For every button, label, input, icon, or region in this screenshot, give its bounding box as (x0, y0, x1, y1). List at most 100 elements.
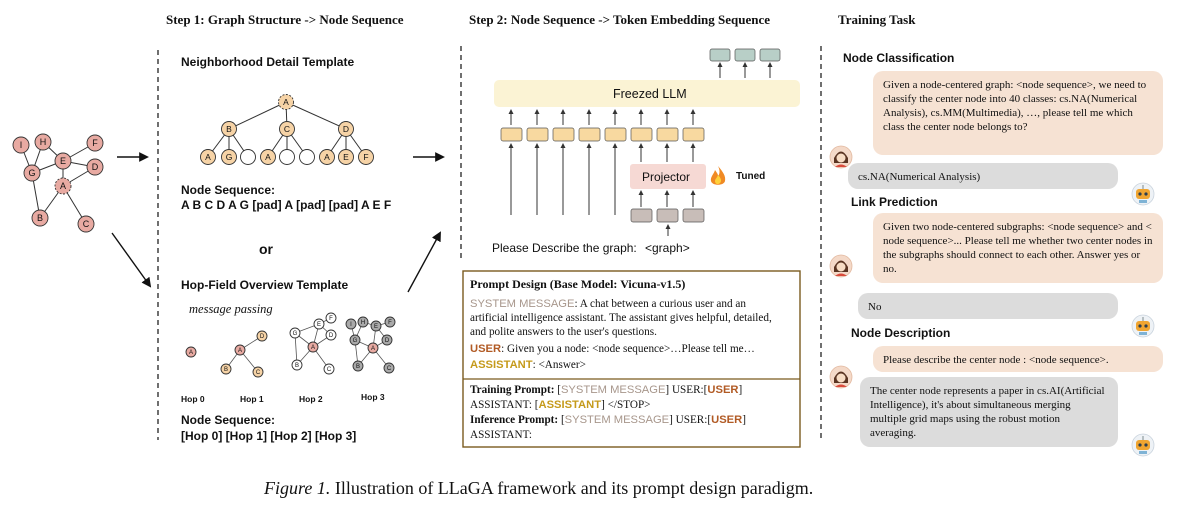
hf-node-sequence: [Hop 0] [Hop 1] [Hop 2] [Hop 3] (181, 429, 357, 443)
system-text-3: and polite answers to the user's questio… (470, 326, 657, 338)
svg-text:E: E (374, 324, 378, 330)
hop2-graph-node-5: B (291, 359, 303, 371)
llm-token-2 (552, 127, 575, 142)
describe-graph-text: Please Describe the graph: (492, 241, 637, 255)
graph-token-1 (656, 208, 679, 223)
robot-avatar-link (1131, 314, 1155, 338)
arrow-to-hopfield (111, 232, 152, 288)
avatars (829, 145, 1155, 457)
svg-text:B: B (37, 213, 43, 223)
svg-text:C: C (83, 219, 90, 229)
user-line: USER: Given you a node: <node sequence>…… (470, 342, 755, 357)
projector-box (630, 164, 706, 189)
svg-text:F: F (388, 320, 392, 326)
tuned-label: Tuned (736, 171, 766, 182)
inference-prompt-label: Inference Prompt: (470, 414, 559, 426)
hop2-graph-node-0: G (289, 327, 301, 339)
human-bubble-classification: Given a node-centered graph: <node seque… (873, 71, 1163, 155)
hop0-graph: A (185, 346, 197, 358)
output-token-2 (759, 48, 781, 62)
training-assistant-line: ASSISTANT: [ASSISTANT] </STOP> (470, 399, 651, 411)
system-text-1: : A chat between a curious user and an (574, 298, 746, 310)
svg-text:C: C (387, 366, 392, 372)
hop1-graph-node-3: C (252, 366, 264, 378)
svg-text:D: D (385, 338, 390, 344)
system-message-line1: SYSTEM MESSAGE: A chat between a curious… (470, 297, 746, 312)
output-tokens (709, 48, 781, 62)
human-bubble-description: Please describe the center node : <node … (873, 346, 1163, 372)
inference-assistant-line: ASSISTANT: (470, 429, 532, 441)
svg-text:G: G (353, 338, 358, 344)
system-message-tag: SYSTEM MESSAGE (470, 298, 575, 310)
svg-text:D: D (329, 333, 334, 339)
task-title-node-classification: Node Classification (843, 51, 955, 65)
hop1-graph-node-0: A (234, 344, 246, 356)
svg-text:G: G (28, 168, 35, 178)
graph-node-i: I (12, 136, 30, 154)
hop3-graph-node-5: D (381, 334, 393, 346)
graph-token-0 (630, 208, 653, 223)
caption-label: Figure 1. (264, 478, 331, 498)
llm-token-3 (578, 127, 601, 142)
svg-text:H: H (361, 320, 365, 326)
graph-node-a: A (54, 177, 72, 195)
tree-leaf-4 (279, 149, 295, 165)
user-tag: USER (470, 343, 502, 355)
task-title-node-description: Node Description (851, 326, 951, 340)
hop3-graph-node-0: I (345, 318, 357, 330)
hop2-graph-node-1: E (313, 318, 325, 330)
llm-token-6 (656, 127, 679, 142)
human-avatar-classification (829, 145, 853, 169)
system-text-2: artificial intelligence assistant. The a… (470, 312, 772, 324)
hop3-graph-node-6: A (367, 342, 379, 354)
human-avatar-link (829, 254, 853, 278)
neighborhood-template-title: Neighborhood Detail Template (181, 55, 355, 69)
user-text: : Given you a node: <node sequence>…Plea… (501, 343, 755, 355)
svg-text:B: B (226, 124, 232, 134)
svg-text:A: A (311, 345, 315, 351)
svg-text:I: I (20, 140, 23, 150)
step2-header: Step 2: Node Sequence -> Token Embedding… (469, 12, 771, 27)
prompt-design-title: Prompt Design (Base Model: Vicuna-v1.5) (470, 277, 686, 291)
hop3-graph-node-8: C (383, 362, 395, 374)
assistant-text: : <Answer> (532, 359, 586, 371)
llm-token-5 (630, 127, 653, 142)
step1-header: Step 1: Graph Structure -> Node Sequence (166, 12, 404, 27)
or-label: or (259, 241, 273, 257)
tree-leaf-7: E (338, 149, 354, 165)
svg-text:A: A (283, 97, 289, 107)
svg-text:A: A (189, 350, 193, 356)
assistant-tag: ASSISTANT (470, 359, 533, 371)
llm-token-7 (682, 127, 705, 142)
prompt-design-box (462, 270, 801, 448)
graph-node-b: B (31, 209, 49, 227)
hop2-graph-node-3: D (325, 329, 337, 341)
graph-node-h: H (34, 133, 52, 151)
human-bubble-link: Given two node-centered subgraphs: <node… (873, 213, 1163, 283)
graph-token-text: <graph> (645, 241, 690, 255)
tree-leaf-0: A (200, 149, 216, 165)
arrow-hop-to-step2 (407, 231, 441, 293)
hop3-graph-node-7: B (352, 360, 364, 372)
tree-l1-b: B (221, 121, 237, 137)
projector-label: Projector (642, 170, 691, 184)
svg-text:G: G (293, 331, 298, 337)
graph-node-c: C (77, 215, 95, 233)
svg-text:I: I (350, 322, 352, 328)
tree-l1-c: C (279, 121, 295, 137)
hop-3-label: Hop 3 (361, 392, 385, 402)
training-task-header: Training Task (838, 12, 916, 27)
llm-token-0 (500, 127, 523, 142)
svg-text:D: D (92, 162, 99, 172)
hopfield-template-title: Hop-Field Overview Template (181, 278, 349, 292)
tree-l1-d: D (338, 121, 354, 137)
svg-text:E: E (343, 152, 349, 162)
hop-2-label: Hop 2 (299, 394, 323, 404)
svg-text:B: B (224, 367, 228, 373)
bot-bubble-description: The center node represents a paper in cs… (860, 377, 1118, 447)
output-token-0 (709, 48, 731, 62)
assistant-line: ASSISTANT: <Answer> (470, 358, 586, 373)
